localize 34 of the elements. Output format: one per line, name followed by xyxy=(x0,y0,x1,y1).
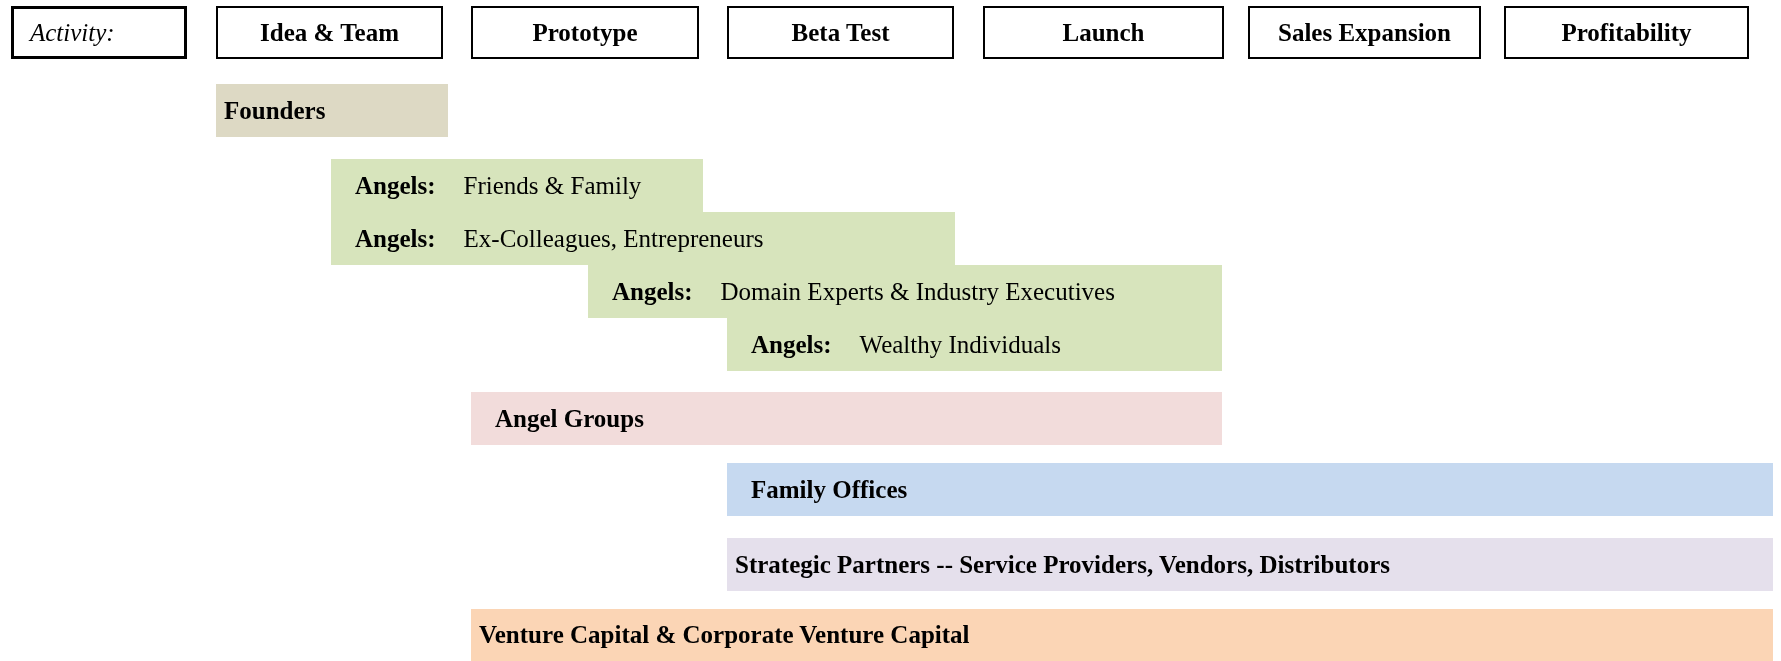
funding-bar xyxy=(471,609,1773,661)
investor-type-label: Domain Experts & Industry Executives xyxy=(720,277,1115,306)
stage-box xyxy=(471,6,699,59)
activity-label-box xyxy=(11,6,187,59)
category-label: Angels: xyxy=(751,330,832,359)
stage-box xyxy=(727,6,954,59)
investor-type-label: Ex-Colleagues, Entrepreneurs xyxy=(463,224,764,253)
funding-bar xyxy=(471,392,1222,445)
bar-label: Profitability xyxy=(1561,18,1692,47)
funding-bar xyxy=(216,84,448,137)
funding-bar xyxy=(727,463,1773,516)
category-label: Angels: xyxy=(355,224,436,253)
funding-bar xyxy=(331,159,703,212)
bar-label: Angel Groups xyxy=(495,404,644,433)
bar-label: Strategic Partners -- Service Providers, Vendors, Distributors xyxy=(735,550,1390,579)
bar-label: Venture Capital & Corporate Venture Capital xyxy=(479,621,970,649)
category-label: Angels: xyxy=(612,277,693,306)
bar-label: Founders xyxy=(224,96,326,125)
bar-label: Sales Expansion xyxy=(1278,18,1451,47)
funding-bar xyxy=(727,318,1222,371)
bar-label: Launch xyxy=(1062,18,1145,47)
bar-label: Activity: xyxy=(30,18,115,47)
category-label: Angels: xyxy=(355,171,436,200)
bar-label: Idea & Team xyxy=(260,18,399,47)
investor-type-label: Wealthy Individuals xyxy=(859,330,1061,359)
stage-box xyxy=(1248,6,1481,59)
bar-label: Family Offices xyxy=(751,475,908,504)
bar-label: Beta Test xyxy=(791,18,890,47)
stage-box xyxy=(1504,6,1749,59)
stage-box xyxy=(216,6,443,59)
bar-label: Prototype xyxy=(532,18,638,47)
stage-box xyxy=(983,6,1224,59)
funding-bar xyxy=(727,538,1773,591)
investor-type-label: Friends & Family xyxy=(463,171,642,200)
